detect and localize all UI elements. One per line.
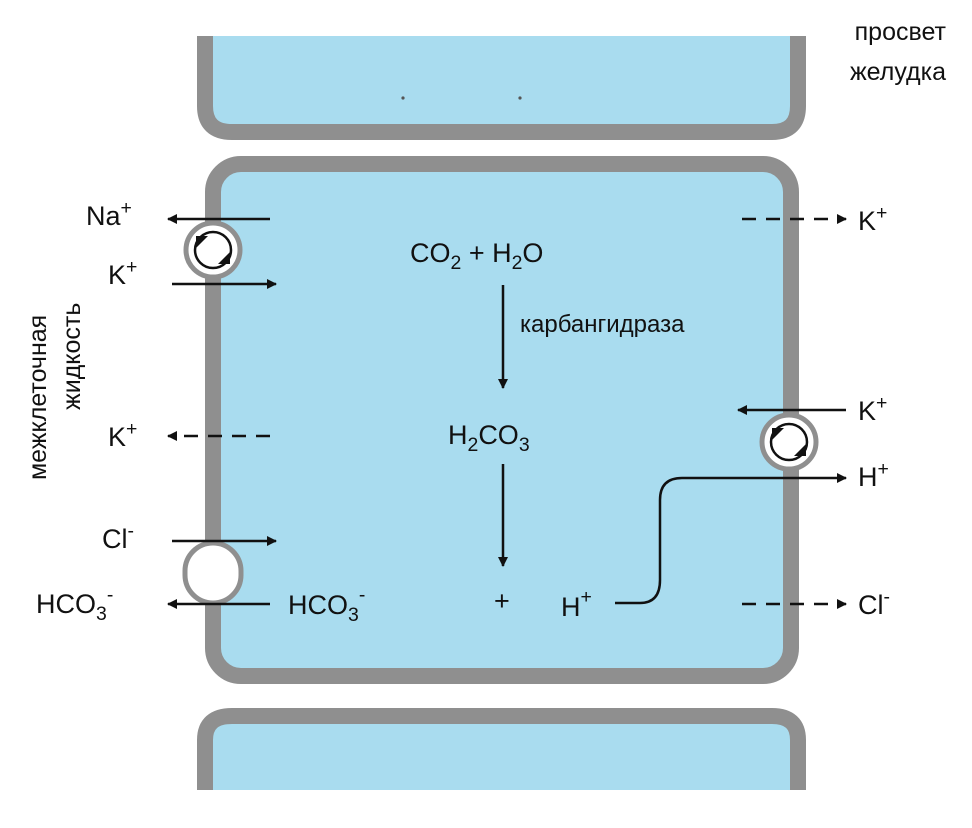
left-hco3-label: HCO3- bbox=[36, 584, 113, 625]
h2co3-label: H2CO3 bbox=[448, 420, 530, 456]
right-k-label-2: K+ bbox=[858, 392, 887, 426]
svg-text:жидкость: жидкость bbox=[58, 303, 86, 410]
bottom-neighbor-cell bbox=[197, 708, 806, 790]
right-k-label-1: K+ bbox=[858, 202, 887, 236]
left-na-label: Na+ bbox=[86, 197, 132, 231]
co2-h2o-equation: CO2 + H2O bbox=[410, 238, 543, 274]
right-h-label: H+ bbox=[858, 458, 889, 492]
h-secretion-arrow bbox=[615, 473, 847, 605]
center-plus: + bbox=[494, 586, 510, 616]
lumen-label-line2: желудка bbox=[850, 58, 946, 86]
lumen-label-line1: просвет bbox=[855, 18, 947, 46]
top-neighbor-cell bbox=[197, 36, 806, 140]
h-k-pump bbox=[759, 412, 819, 472]
svg-text:межклеточная: межклеточная bbox=[24, 315, 52, 480]
hco3-cytoplasm-label: HCO3- bbox=[288, 584, 365, 626]
enzyme-label: карбангидраза bbox=[520, 311, 685, 338]
na-k-pump bbox=[183, 220, 243, 280]
cl-hco3-exchanger bbox=[182, 540, 244, 606]
left-k-label-2: K+ bbox=[108, 418, 137, 452]
h-cytoplasm-label: H+ bbox=[561, 586, 592, 622]
right-cl-label: Cl- bbox=[858, 586, 890, 620]
left-cl-label: Cl- bbox=[102, 520, 134, 554]
left-k-label-1: K+ bbox=[108, 256, 137, 290]
interstitial-label: межклеточная жидкость bbox=[24, 303, 86, 480]
